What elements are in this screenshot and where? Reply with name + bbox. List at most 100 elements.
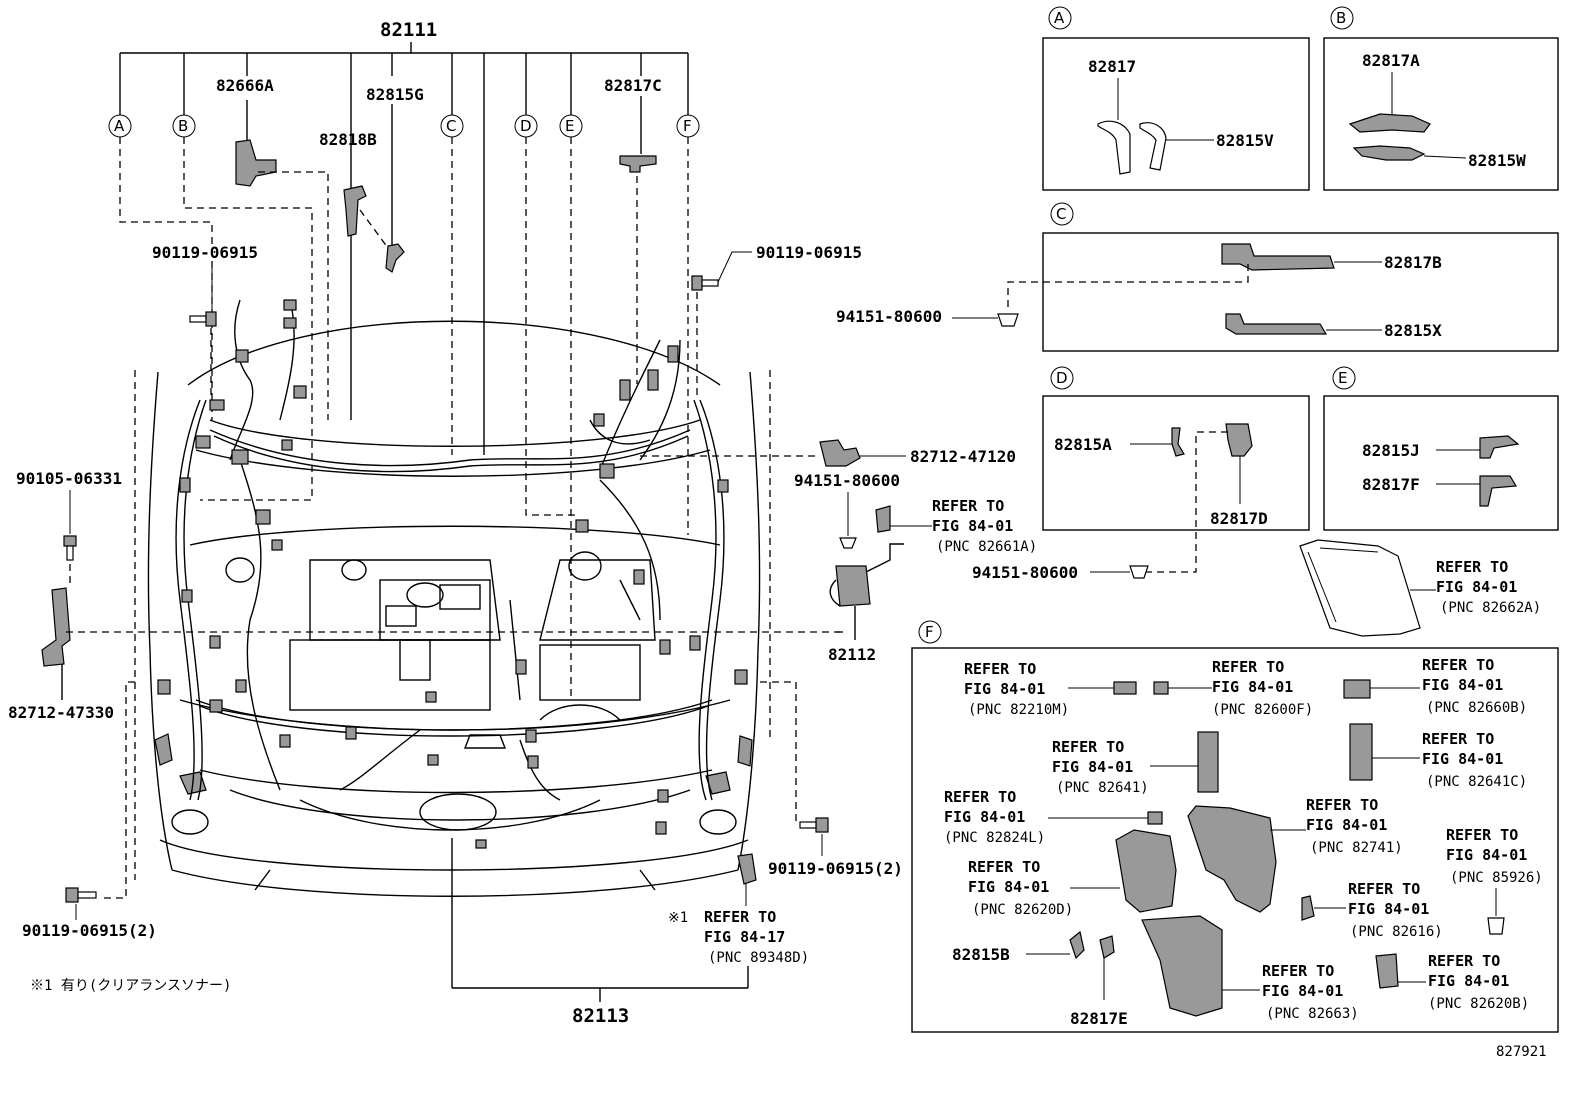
svg-text:FIG 84-01: FIG 84-01 bbox=[1262, 982, 1343, 1000]
label-82818B: 82818B bbox=[319, 130, 377, 149]
svg-text:FIG 84-01: FIG 84-01 bbox=[1422, 750, 1503, 768]
svg-text:(PNC 82600F): (PNC 82600F) bbox=[1212, 702, 1313, 718]
svg-text:FIG 84-01: FIG 84-01 bbox=[944, 808, 1025, 826]
svg-text:REFER TO: REFER TO bbox=[932, 497, 1004, 515]
panel-B: B 82817A 82815W bbox=[1323, 6, 1559, 191]
label-94151-80600-mid: 94151-80600 bbox=[794, 471, 900, 490]
svg-text:FIG 84-01: FIG 84-01 bbox=[932, 517, 1013, 535]
svg-text:REFER TO: REFER TO bbox=[968, 858, 1040, 876]
svg-text:FIG 84-01: FIG 84-01 bbox=[964, 680, 1045, 698]
svg-text:(PNC 82662A): (PNC 82662A) bbox=[1440, 600, 1541, 616]
label-82111: 82111 bbox=[380, 19, 437, 41]
refer-82641C: REFER TO FIG 84-01 (PNC 82641C) bbox=[1349, 723, 1527, 790]
bracket-82712-47120: 82712-47120 bbox=[640, 439, 1016, 467]
svg-text:FIG 84-01: FIG 84-01 bbox=[1436, 578, 1517, 596]
part-82817C bbox=[619, 96, 657, 384]
label-82815B: 82815B bbox=[952, 945, 1010, 964]
label-82712-47120: 82712-47120 bbox=[910, 447, 1016, 466]
label-82815J: 82815J bbox=[1362, 441, 1420, 460]
svg-text:(PNC 82620B): (PNC 82620B) bbox=[1428, 996, 1529, 1012]
svg-text:E: E bbox=[1338, 369, 1347, 387]
refer-82661A: REFER TO FIG 84-01 (PNC 82661A) bbox=[875, 497, 1037, 555]
part-82818B bbox=[343, 104, 405, 273]
svg-text:B: B bbox=[1336, 9, 1346, 27]
refer-82824L: REFER TO FIG 84-01 (PNC 82824L) bbox=[944, 788, 1163, 846]
svg-text:REFER TO: REFER TO bbox=[1052, 738, 1124, 756]
svg-text:FIG 84-17: FIG 84-17 bbox=[704, 928, 785, 946]
svg-text:REFER TO: REFER TO bbox=[1348, 880, 1420, 898]
nut-94151-mid bbox=[839, 492, 857, 549]
figure-number: 827921 bbox=[1496, 1044, 1547, 1060]
refer-82600F: REFER TO FIG 84-01 (PNC 82600F) bbox=[1153, 658, 1313, 718]
label-90119-06915-2-right: 90119-06915(2) bbox=[768, 859, 903, 878]
refer-82620D: REFER TO FIG 84-01 (PNC 82620D) bbox=[968, 829, 1177, 918]
svg-text:(PNC 85926): (PNC 85926) bbox=[1450, 870, 1543, 886]
refer-82620B: REFER TO FIG 84-01 (PNC 82620B) bbox=[1375, 952, 1529, 1012]
circle-F: F bbox=[683, 117, 692, 135]
svg-text:(PNC 82661A): (PNC 82661A) bbox=[936, 539, 1037, 555]
bolt-90119-lower-left: 90119-06915(2) bbox=[22, 681, 157, 940]
svg-text:FIG 84-01: FIG 84-01 bbox=[1428, 972, 1509, 990]
label-90119-left: 90119-06915 bbox=[152, 243, 258, 262]
label-82817E: 82817E bbox=[1070, 1009, 1128, 1028]
svg-text:(PNC 89348D): (PNC 89348D) bbox=[708, 950, 809, 966]
label-94151-80600-d: 94151-80600 bbox=[972, 563, 1078, 582]
bracket-82712-47330: 82712-47330 bbox=[8, 587, 840, 722]
refer-82641: REFER TO FIG 84-01 (PNC 82641) bbox=[1052, 731, 1219, 796]
svg-text:REFER TO: REFER TO bbox=[1262, 962, 1334, 980]
refer-85926: REFER TO FIG 84-01 (PNC 85926) bbox=[1446, 826, 1543, 935]
circle-letters: A B C D E F bbox=[108, 114, 700, 138]
panel-C: C 82817B 82815X 94151-80600 bbox=[836, 202, 1559, 352]
svg-text:(PNC 82641C): (PNC 82641C) bbox=[1426, 774, 1527, 790]
panel-A: A 82817 82815V bbox=[1042, 6, 1310, 191]
refer-82741: REFER TO FIG 84-01 (PNC 82741) bbox=[1187, 796, 1403, 913]
label-82712-47330: 82712-47330 bbox=[8, 703, 114, 722]
part-82817E: 82817E bbox=[1070, 935, 1128, 1028]
bolt-90119-lower-right: 90119-06915(2) bbox=[760, 681, 903, 878]
svg-text:FIG 84-01: FIG 84-01 bbox=[1052, 758, 1133, 776]
label-82815A: 82815A bbox=[1054, 435, 1112, 454]
label-82666A: 82666A bbox=[216, 76, 274, 95]
refer-82662A: REFER TO FIG 84-01 (PNC 82662A) bbox=[1299, 539, 1541, 637]
label-82817: 82817 bbox=[1088, 57, 1136, 76]
svg-text:FIG 84-01: FIG 84-01 bbox=[1446, 846, 1527, 864]
label-90119-right: 90119-06915 bbox=[756, 243, 862, 262]
bracket-82111: 82111 bbox=[119, 19, 689, 455]
label-82815V: 82815V bbox=[1216, 131, 1274, 150]
svg-text:(PNC 82210M): (PNC 82210M) bbox=[968, 702, 1069, 718]
svg-text:(PNC 82663): (PNC 82663) bbox=[1266, 1006, 1359, 1022]
bolt-90119-left bbox=[189, 264, 217, 400]
label-82817C: 82817C bbox=[604, 76, 662, 95]
label-82113: 82113 bbox=[572, 1005, 629, 1027]
svg-text:REFER TO: REFER TO bbox=[1446, 826, 1518, 844]
svg-text:※1: ※1 bbox=[668, 910, 688, 926]
svg-text:FIG 84-01: FIG 84-01 bbox=[1306, 816, 1387, 834]
label-82815X: 82815X bbox=[1384, 321, 1442, 340]
refer-82616: REFER TO FIG 84-01 (PNC 82616) bbox=[1301, 880, 1443, 940]
svg-text:REFER TO: REFER TO bbox=[1422, 730, 1494, 748]
bracket-82113: 82113 bbox=[451, 838, 749, 1027]
svg-text:C: C bbox=[1056, 205, 1066, 223]
svg-text:(PNC 82616): (PNC 82616) bbox=[1350, 924, 1443, 940]
svg-text:REFER TO: REFER TO bbox=[964, 660, 1036, 678]
svg-text:REFER TO: REFER TO bbox=[1306, 796, 1378, 814]
label-82815G: 82815G bbox=[366, 85, 424, 104]
svg-text:(PNC 82824L): (PNC 82824L) bbox=[944, 830, 1045, 846]
bolt-90105 bbox=[63, 490, 77, 586]
part-82666A bbox=[235, 100, 329, 420]
svg-text:(PNC 82741): (PNC 82741) bbox=[1310, 840, 1403, 856]
panel-D: D 82815A 82817D 94151-80600 bbox=[972, 366, 1310, 582]
label-94151-80600-c: 94151-80600 bbox=[836, 307, 942, 326]
svg-text:D: D bbox=[1056, 369, 1068, 387]
svg-text:A: A bbox=[1054, 9, 1065, 27]
svg-text:(PNC 82641): (PNC 82641) bbox=[1056, 780, 1149, 796]
svg-text:FIG 84-01: FIG 84-01 bbox=[968, 878, 1049, 896]
svg-text:FIG 84-01: FIG 84-01 bbox=[1212, 678, 1293, 696]
svg-text:FIG 84-01: FIG 84-01 bbox=[1348, 900, 1429, 918]
svg-text:REFER TO: REFER TO bbox=[1436, 558, 1508, 576]
label-82815W: 82815W bbox=[1468, 151, 1526, 170]
part-82112: 82112 bbox=[828, 543, 904, 664]
label-82112: 82112 bbox=[828, 645, 876, 664]
circle-B: B bbox=[178, 117, 188, 135]
part-82815B: 82815B bbox=[952, 930, 1085, 964]
